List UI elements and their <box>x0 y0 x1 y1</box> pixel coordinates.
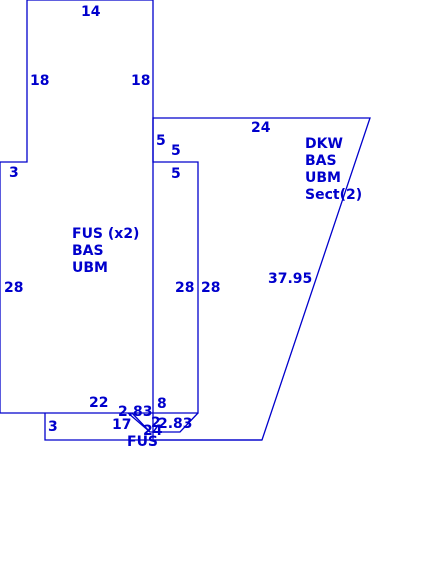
dim-main-upper-right: 18 <box>131 73 150 89</box>
dim-bottom-strip-e: 2.83 <box>158 416 193 432</box>
dim-deck-left: 28 <box>201 280 220 296</box>
main-area-label: FUS (x2) BAS UBM <box>72 226 139 276</box>
dim-step-right-a: 5 <box>156 133 166 149</box>
main-area-outline <box>0 0 199 414</box>
dim-step-right-c: 5 <box>171 166 181 182</box>
dim-bottom-strip-left: 3 <box>48 419 58 435</box>
bottom-area-label: FUS <box>127 434 158 450</box>
main-area-label-line: FUS (x2) <box>72 226 139 242</box>
dim-deck-top: 24 <box>251 120 271 136</box>
deck-area-label-line: Sect(2) <box>305 187 362 203</box>
bottom-notch-line <box>131 412 151 433</box>
bottom-notch-outline <box>127 412 199 433</box>
deck-area-label-line: UBM <box>305 170 341 186</box>
dim-bottom-strip-b: 8 <box>157 396 167 412</box>
main-area-label-line: BAS <box>72 243 104 259</box>
dim-main-step-left: 3 <box>9 165 19 181</box>
deck-area-outline <box>152 117 371 441</box>
dim-main-top: 14 <box>81 4 101 20</box>
deck-area-label-line: DKW <box>305 136 343 152</box>
dim-main-upper-left: 18 <box>30 73 49 89</box>
dim-main-left: 28 <box>4 280 23 296</box>
dim-main-right: 28 <box>175 280 194 296</box>
dim-deck-diagonal: 37.95 <box>268 271 312 287</box>
dim-step-right-b: 5 <box>171 143 181 159</box>
dim-bottom-strip-c: 2 <box>151 415 161 431</box>
main-area-label-line: UBM <box>72 260 108 276</box>
dim-bottom-strip-a: 17 <box>112 417 131 433</box>
dim-bottom-strip-d: 24 <box>143 423 163 439</box>
bottom-strip-outline <box>44 413 262 441</box>
deck-area-label-line: BAS <box>305 153 337 169</box>
dim-bottom-strip-diag: 2.83 <box>118 404 153 420</box>
dim-main-bottom: 22 <box>89 395 108 411</box>
deck-area-label: DKW BAS UBM Sect(2) <box>305 136 362 203</box>
